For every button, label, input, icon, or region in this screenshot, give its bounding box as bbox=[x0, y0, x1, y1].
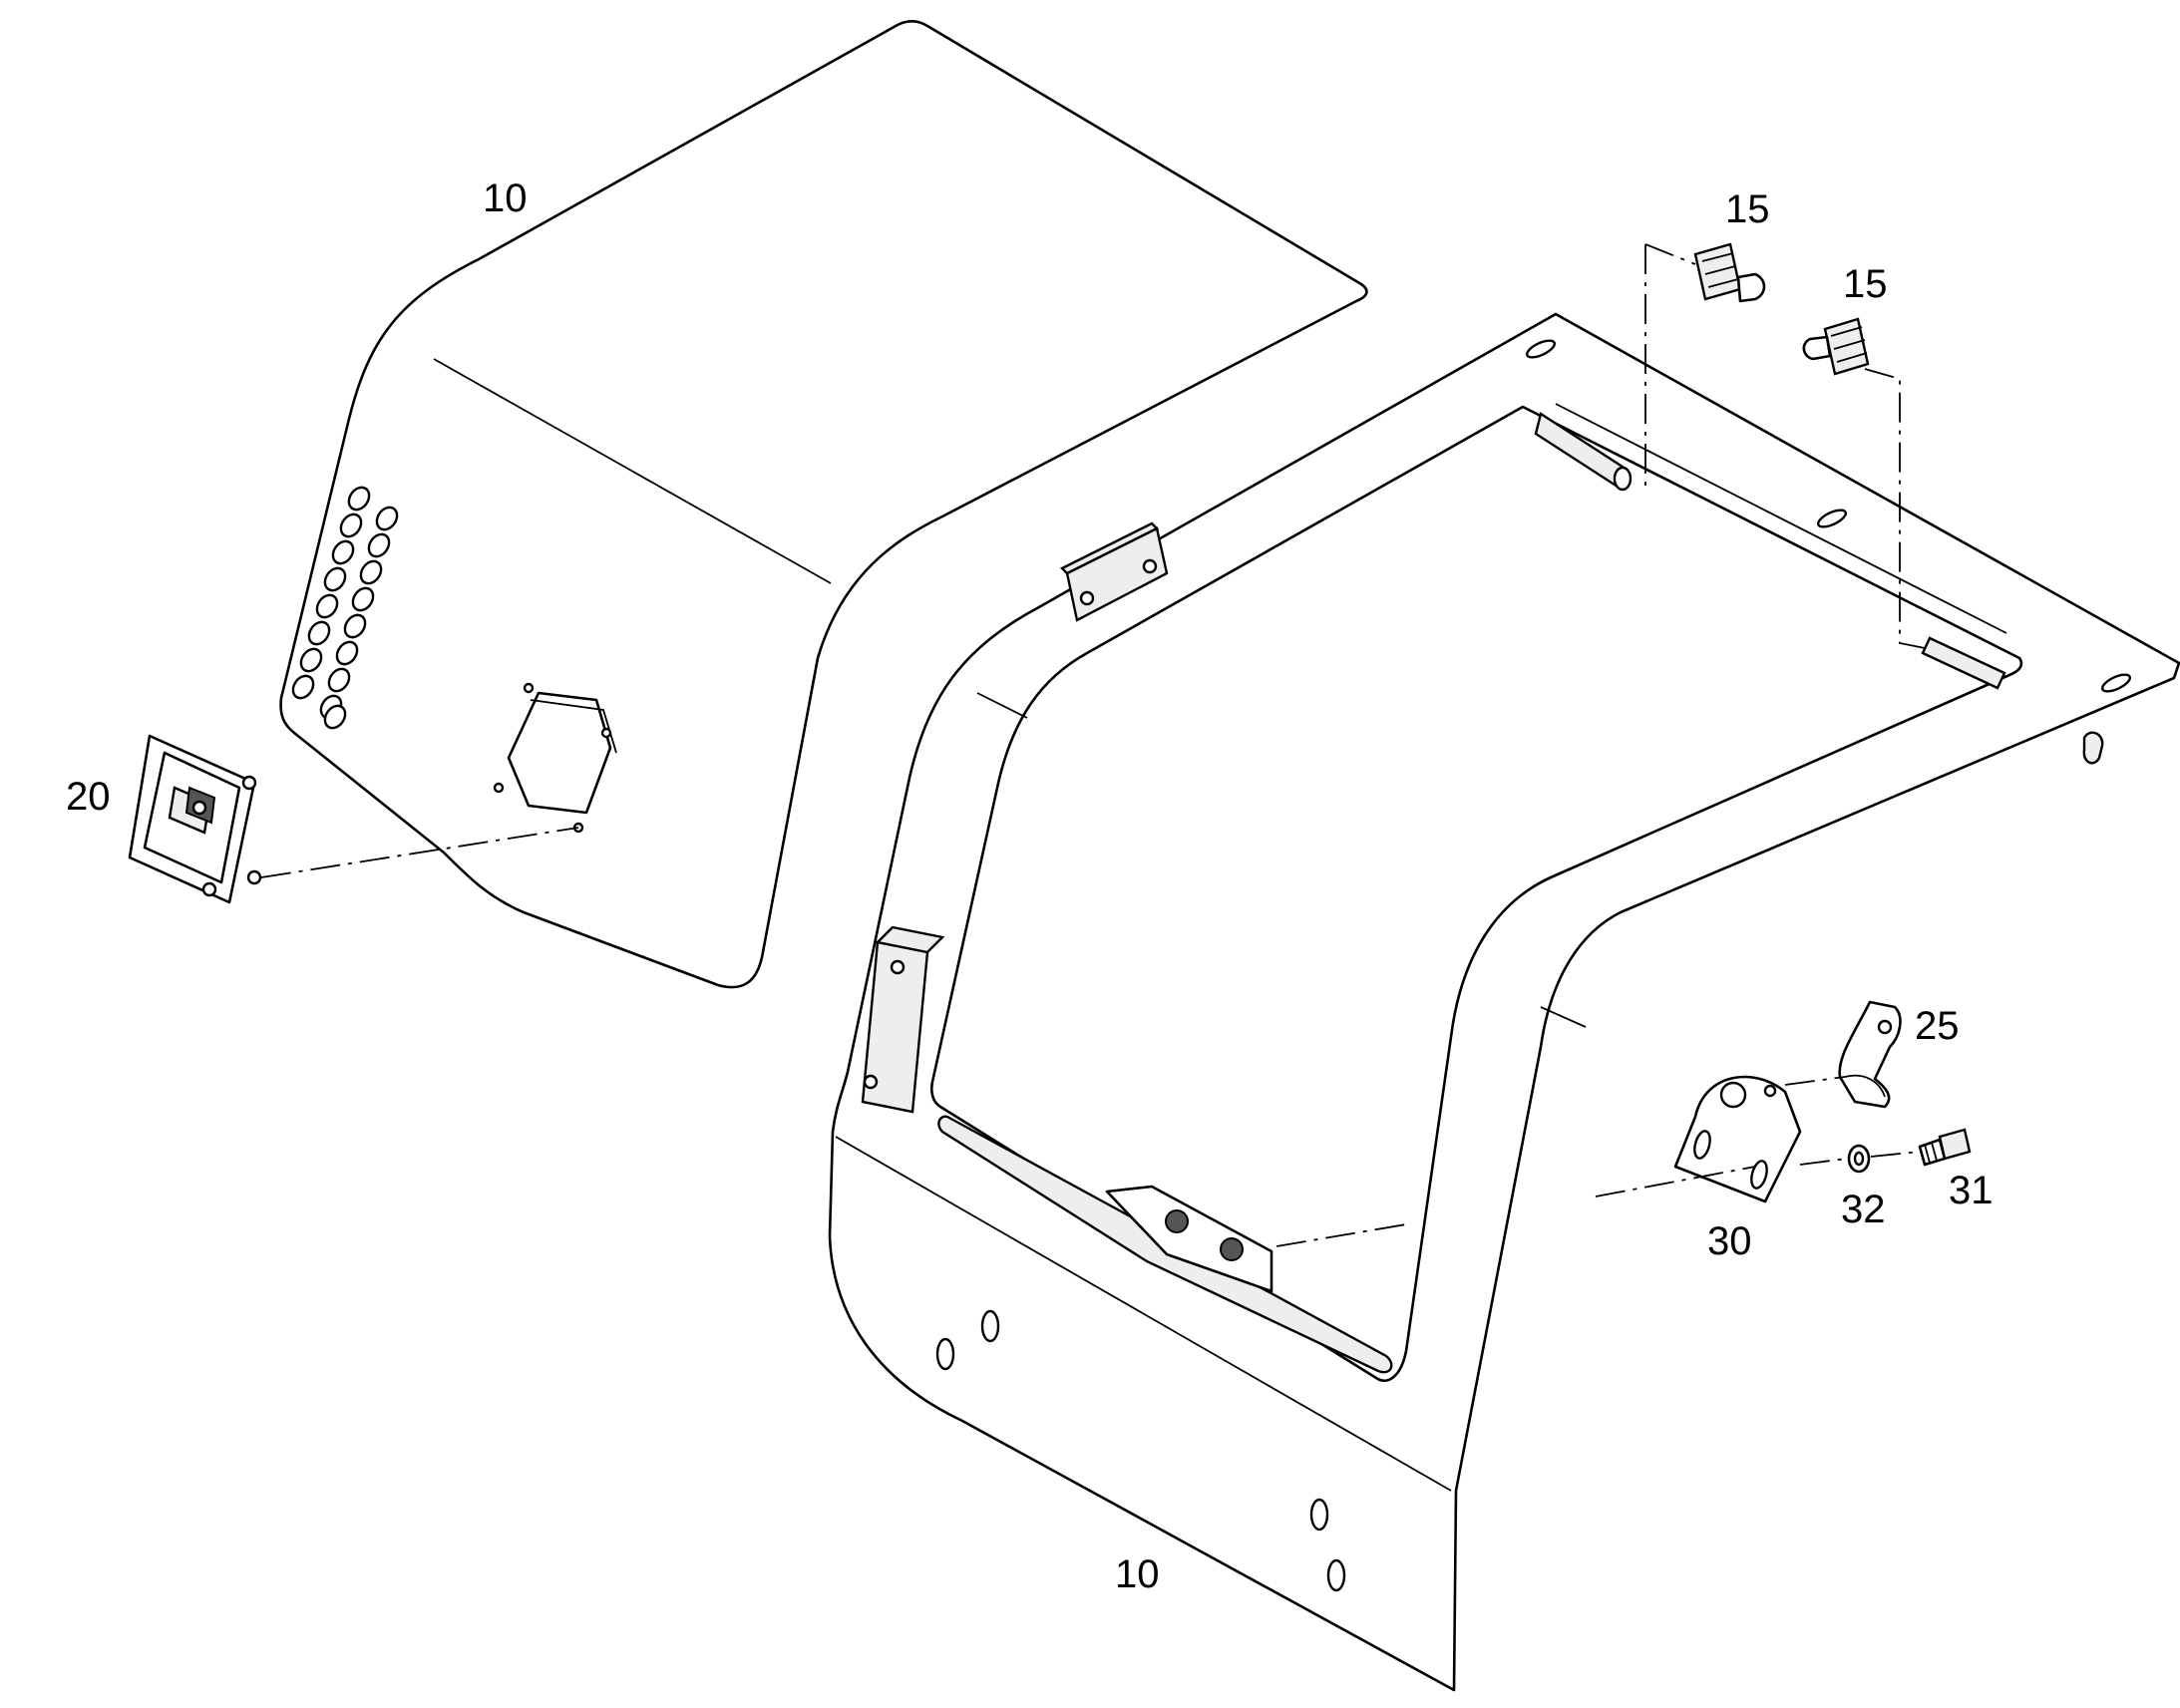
upper-cover-panel bbox=[279, 20, 1368, 989]
callout-32: 32 bbox=[1841, 1188, 1886, 1231]
callout-25: 25 bbox=[1915, 1004, 1960, 1048]
leader-lines bbox=[260, 243, 1926, 1247]
callout-31: 31 bbox=[1949, 1169, 1994, 1212]
handle-bar bbox=[937, 1115, 1393, 1374]
bumper-left bbox=[1693, 242, 1766, 303]
washer-32 bbox=[1847, 1144, 1871, 1174]
latch-lock bbox=[128, 734, 262, 904]
callout-30: 30 bbox=[1707, 1219, 1752, 1263]
lower-frame bbox=[828, 312, 2180, 1692]
hinge-tube bbox=[1534, 412, 1633, 492]
callout-10-top: 10 bbox=[483, 176, 528, 220]
striker-plate-30 bbox=[1673, 1075, 1802, 1203]
frame-slots bbox=[935, 339, 2132, 1592]
vent-slots bbox=[291, 486, 399, 730]
rubber-pad-side bbox=[861, 925, 945, 1114]
rubber-pad-top bbox=[1059, 521, 1169, 622]
callout-10-bottom: 10 bbox=[1115, 1552, 1160, 1596]
callout-15-left: 15 bbox=[1725, 187, 1770, 231]
screw-31 bbox=[1918, 1128, 1972, 1167]
bumper-right bbox=[1802, 317, 1870, 376]
callout-labels: 10 15 15 20 25 30 31 32 10 bbox=[66, 176, 1994, 1596]
mounting-plate bbox=[493, 682, 617, 834]
callout-20: 20 bbox=[66, 775, 111, 819]
callout-15-right: 15 bbox=[1843, 262, 1888, 306]
catch-plate-25 bbox=[1838, 1000, 1902, 1109]
